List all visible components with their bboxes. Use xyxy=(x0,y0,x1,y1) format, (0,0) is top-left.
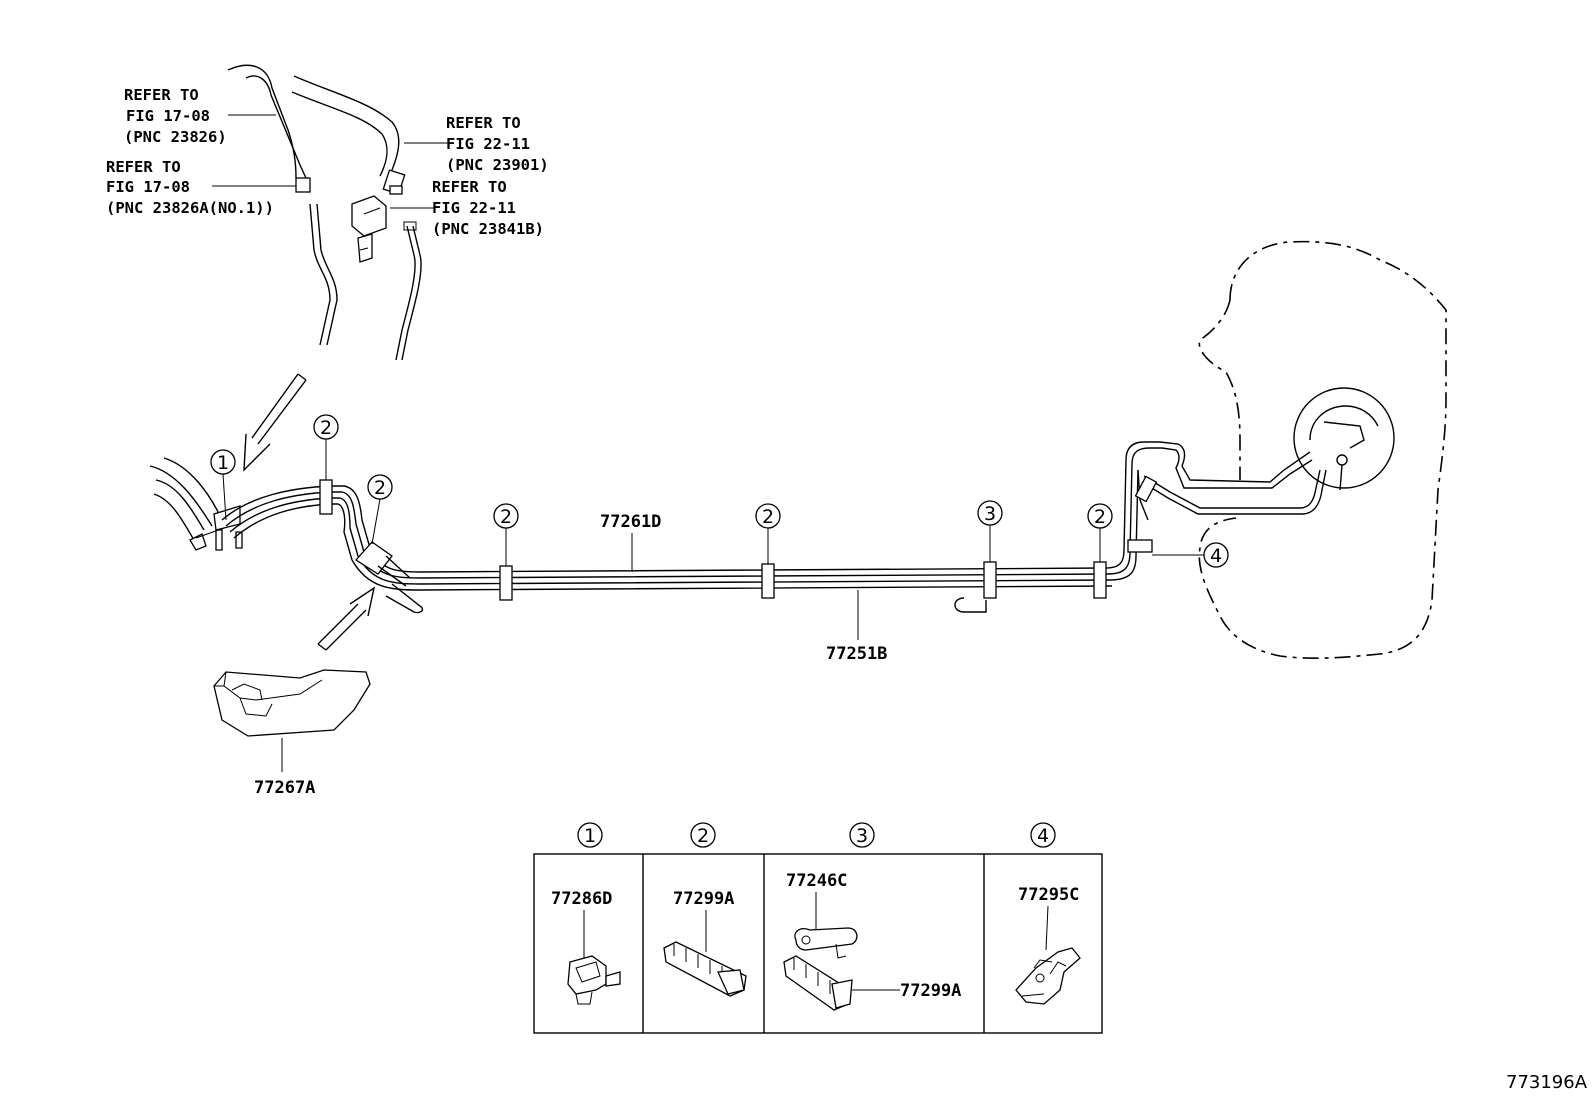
svg-text:REFER TO: REFER TO xyxy=(106,158,181,176)
legend-header-4: 4 xyxy=(1030,822,1056,848)
clip-77286d-icon xyxy=(567,955,621,1005)
connector-upper xyxy=(351,195,387,263)
callout-c1-0: 1 xyxy=(210,449,236,521)
svg-text:77299A: 77299A xyxy=(900,981,961,1001)
callout-label: 2 xyxy=(1094,506,1106,528)
svg-text:77267A: 77267A xyxy=(254,778,315,798)
reference-leaders xyxy=(212,114,448,209)
callout-c2-4: 2 xyxy=(755,503,781,564)
clip-77295c-icon xyxy=(1015,947,1081,1005)
legend-header-label: 2 xyxy=(697,825,709,847)
callout-label: 3 xyxy=(984,503,996,525)
clamp-markers xyxy=(319,479,1107,614)
callout-c2-2: 2 xyxy=(367,474,393,545)
callout-c2-1: 2 xyxy=(313,414,339,480)
legend-cell-2: 77299A xyxy=(663,889,747,997)
callout-c3-5: 3 xyxy=(977,500,1003,562)
upper-hose-left xyxy=(227,64,311,193)
legend-header-label: 4 xyxy=(1037,825,1049,847)
legend-header-label: 1 xyxy=(584,825,596,847)
main-tube-bundle xyxy=(221,441,1162,591)
legend-headers: 1 2 3 4 xyxy=(577,822,1056,848)
legend-header-label: 3 xyxy=(856,825,868,847)
svg-text:77299A: 77299A xyxy=(673,889,734,909)
svg-text:(PNC 23901): (PNC 23901) xyxy=(446,156,549,174)
legend-cell-3: 77246C 77299A xyxy=(783,871,961,1011)
callout-c4-7: 4 xyxy=(1152,542,1229,568)
callout-c2-6: 2 xyxy=(1087,503,1113,562)
svg-text:FIG 17-08: FIG 17-08 xyxy=(126,107,210,125)
svg-text:77251B: 77251B xyxy=(826,644,887,664)
callout-label: 2 xyxy=(320,417,332,439)
fuel-tank-outline xyxy=(1198,240,1447,659)
reference-note-4: REFER TO FIG 22-11 (PNC 23841B) xyxy=(432,178,544,238)
figure-id: 773196A xyxy=(1506,1072,1588,1093)
tube-lower-label: 77251B xyxy=(826,590,887,664)
reference-note-1: REFER TO FIG 17-08 (PNC 23826) xyxy=(124,86,227,146)
tube-upper-label: 77261D xyxy=(600,512,661,572)
callout-c2-3: 2 xyxy=(493,503,519,566)
svg-text:(PNC 23826): (PNC 23826) xyxy=(124,128,227,146)
legend-header-2: 2 xyxy=(690,822,716,848)
callout-layer: 1 2 2 2 2 3 2 4 xyxy=(210,414,1229,568)
callout-label: 2 xyxy=(500,506,512,528)
reference-note-3: REFER TO FIG 22-11 (PNC 23901) xyxy=(446,114,549,174)
clamp-77299a-bracket-icon xyxy=(783,955,853,1011)
svg-text:77286D: 77286D xyxy=(551,889,612,909)
legend-cell-4: 77295C xyxy=(1015,885,1081,1005)
svg-text:REFER TO: REFER TO xyxy=(446,114,521,132)
callout-label: 1 xyxy=(217,452,229,474)
legend-header-3: 3 xyxy=(849,822,875,848)
svg-text:FIG 22-11: FIG 22-11 xyxy=(432,199,516,217)
protector-part xyxy=(213,669,371,772)
svg-text:77295C: 77295C xyxy=(1018,885,1079,905)
svg-text:77261D: 77261D xyxy=(600,512,661,532)
reference-note-2: REFER TO FIG 17-08 (PNC 23826A(NO.1)) xyxy=(106,158,274,217)
callout-label: 2 xyxy=(374,477,386,499)
callout-label: 4 xyxy=(1210,545,1222,567)
svg-text:FIG 22-11: FIG 22-11 xyxy=(446,135,530,153)
legend-header-1: 1 xyxy=(577,822,603,848)
svg-text:REFER TO: REFER TO xyxy=(432,178,507,196)
tube-pair-vertical xyxy=(309,203,422,361)
svg-text:FIG 17-08: FIG 17-08 xyxy=(106,178,190,196)
clamp-77299a-icon xyxy=(663,941,747,997)
svg-text:77246C: 77246C xyxy=(786,871,847,891)
protector-label: 77267A xyxy=(254,778,315,798)
legend-cell-1: 77286D xyxy=(551,889,621,1005)
arrow-up-right xyxy=(317,586,376,651)
tank-connection xyxy=(1127,441,1327,553)
callout-label: 2 xyxy=(762,506,774,528)
svg-text:(PNC 23826A(NO.1)): (PNC 23826A(NO.1)) xyxy=(106,199,274,217)
upper-hose-right xyxy=(291,75,406,195)
svg-text:REFER TO: REFER TO xyxy=(124,86,199,104)
legend-table xyxy=(533,853,1103,1034)
bracket-77246c-icon xyxy=(794,927,858,959)
svg-text:(PNC 23841B): (PNC 23841B) xyxy=(432,220,544,238)
arrow-down-left xyxy=(243,373,307,472)
